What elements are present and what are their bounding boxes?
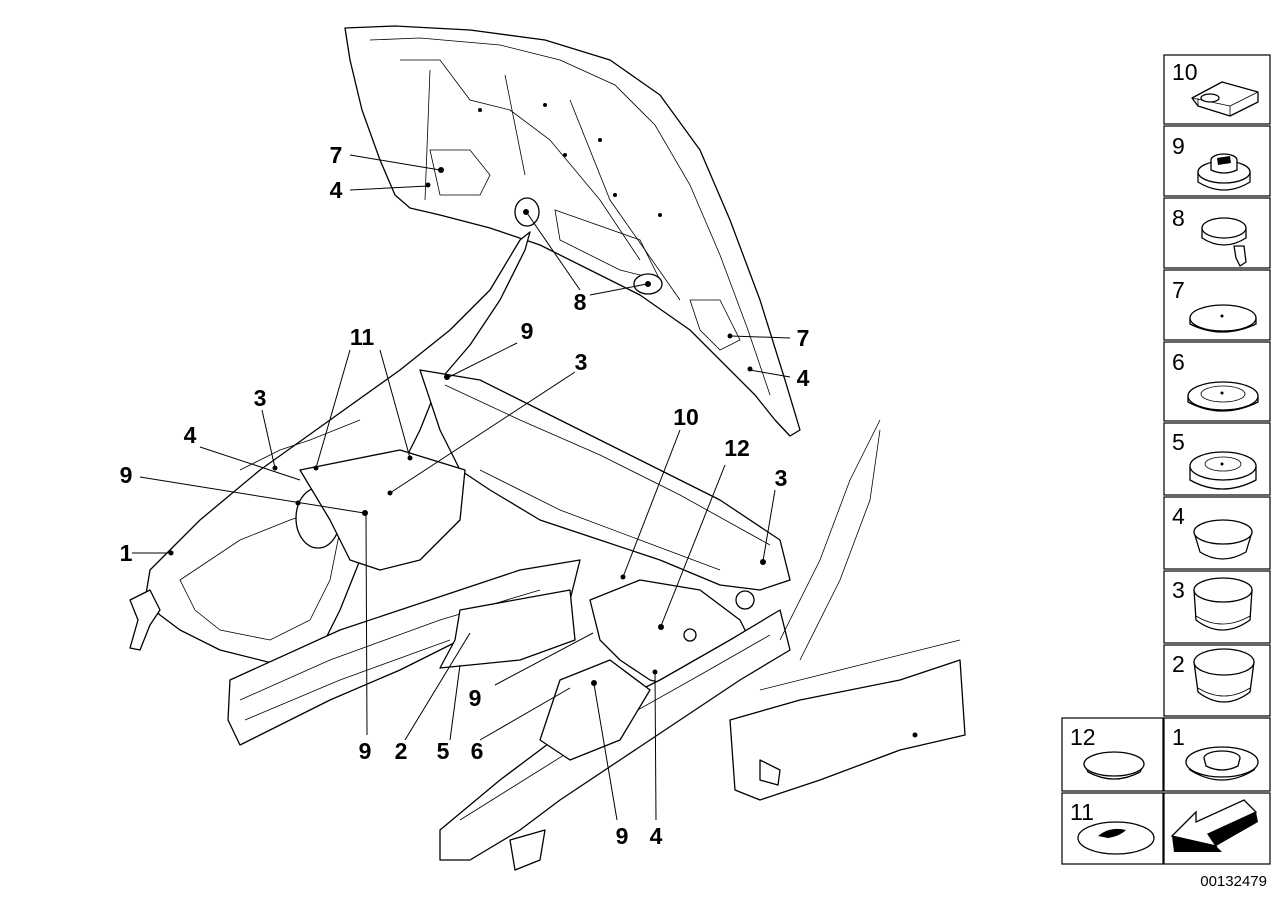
legend-cell-9[interactable]: 9 [1163, 125, 1271, 197]
callout-2: 2 [395, 738, 408, 764]
legend-cell-12[interactable]: 12 [1061, 717, 1164, 792]
legend-num-7: 7 [1172, 277, 1185, 303]
legend-num-3: 3 [1172, 577, 1185, 603]
hood-panel [344, 25, 801, 437]
legend-num-10: 10 [1172, 59, 1198, 85]
callout-labels: 7 4 8 7 4 11 9 3 3 4 9 1 10 12 3 9 9 2 5… [120, 142, 810, 849]
legend-cell-3[interactable]: 3 [1163, 570, 1271, 644]
legend-cell-10[interactable]: 10 [1163, 54, 1271, 125]
legend-cell-6[interactable]: 6 [1163, 341, 1271, 422]
legend-num-12: 12 [1070, 724, 1096, 750]
legend-num-2: 2 [1172, 651, 1185, 677]
callout-10: 10 [673, 404, 699, 430]
callout-6: 6 [471, 738, 484, 764]
legend-num-11: 11 [1070, 799, 1094, 825]
left-front-rail [227, 559, 581, 746]
legend-cell-7[interactable]: 7 [1163, 269, 1271, 341]
legend-cell-arrow[interactable] [1163, 792, 1271, 865]
legend-num-6: 6 [1172, 349, 1185, 375]
callout-11: 11 [350, 324, 375, 350]
callout-1: 1 [120, 540, 133, 566]
callout-9-left: 9 [120, 462, 133, 488]
legend-cell-4[interactable]: 4 [1163, 496, 1271, 570]
callout-3-top: 3 [575, 349, 588, 375]
callout-9-top: 9 [521, 318, 534, 344]
legend-cell-1[interactable]: 1 [1163, 717, 1271, 792]
direction-arrow-icon [1170, 799, 1258, 847]
legend-num-9: 9 [1172, 133, 1185, 159]
legend-cell-2[interactable]: 2 [1163, 644, 1271, 717]
callout-hood-4: 4 [330, 177, 343, 203]
callout-5: 5 [437, 738, 450, 764]
pad-icon [1077, 821, 1155, 855]
legend-cell-5[interactable]: 5 [1163, 422, 1271, 496]
legend-num-4: 4 [1172, 503, 1185, 529]
legend-num-5: 5 [1172, 429, 1185, 455]
legend-num-8: 8 [1172, 205, 1185, 231]
callout-4-bottom: 4 [650, 823, 663, 849]
firewall-cowl [419, 369, 791, 591]
document-number: 00132479 [1200, 873, 1267, 890]
right-front-rail [439, 609, 791, 871]
callout-4-left: 4 [184, 422, 197, 448]
callout-3-left: 3 [254, 385, 267, 411]
callout-9-mid: 9 [469, 685, 482, 711]
callout-hood-7: 7 [330, 142, 343, 168]
legend-cell-8[interactable]: 8 [1163, 197, 1271, 269]
callout-hood-7b: 7 [797, 325, 810, 351]
callout-hood-8: 8 [574, 289, 587, 315]
legend-cell-11[interactable]: 11 [1061, 792, 1164, 865]
callout-leaders [132, 154, 791, 821]
right-a-pillar-sill [729, 419, 966, 801]
callout-9-bottom-left: 9 [359, 738, 372, 764]
callout-9-bottom: 9 [616, 823, 629, 849]
callout-12: 12 [724, 435, 750, 461]
callout-3-right: 3 [775, 465, 788, 491]
callout-hood-4b: 4 [797, 365, 810, 391]
legend-num-1: 1 [1172, 724, 1185, 750]
parts-legend: 10 9 8 7 6 [1061, 54, 1271, 890]
